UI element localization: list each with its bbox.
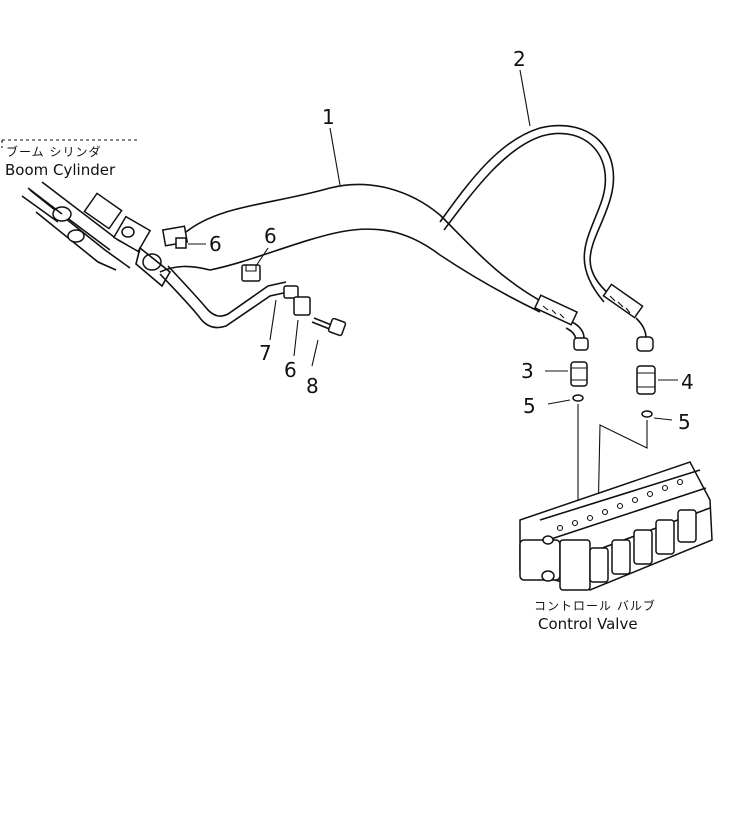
leader-1 bbox=[329, 127, 341, 186]
clamp-6-upper bbox=[241, 264, 261, 282]
bolt-8 bbox=[311, 317, 347, 367]
clamp-6-lower bbox=[293, 296, 311, 316]
leader-2 bbox=[519, 69, 531, 127]
fitting-4 bbox=[636, 365, 678, 395]
callout-2: 2 bbox=[513, 47, 526, 71]
leader-6c bbox=[293, 319, 299, 357]
hose-2 bbox=[439, 124, 654, 352]
callout-1: 1 bbox=[322, 105, 335, 129]
callout-4: 4 bbox=[681, 370, 694, 394]
callout-5-right: 5 bbox=[678, 410, 691, 434]
o-ring-5-right bbox=[641, 410, 673, 421]
boom-cylinder-label-jp: ブーム シリンダ bbox=[6, 144, 101, 159]
control-valve-label-en: Control Valve bbox=[538, 615, 638, 633]
o-ring-5-left bbox=[547, 394, 584, 405]
boom-cylinder-label-en: Boom Cylinder bbox=[5, 161, 116, 179]
callout-6-cylinder: 6 bbox=[209, 232, 222, 256]
callout-5-left: 5 bbox=[523, 394, 536, 418]
fitting-3 bbox=[545, 361, 588, 387]
boom-cylinder bbox=[1, 139, 189, 288]
callout-6-lower: 6 bbox=[284, 358, 297, 382]
control-valve-label-jp: コントロール バルブ bbox=[534, 598, 656, 613]
callout-7: 7 bbox=[259, 341, 272, 365]
control-valve bbox=[519, 461, 713, 591]
hose-1 bbox=[159, 183, 589, 351]
clamp-7 bbox=[269, 285, 299, 341]
callout-3: 3 bbox=[521, 359, 534, 383]
callout-6-upper: 6 bbox=[264, 224, 277, 248]
leader-right bbox=[597, 420, 648, 521]
leader-6b bbox=[255, 247, 269, 267]
callout-8: 8 bbox=[306, 374, 319, 398]
